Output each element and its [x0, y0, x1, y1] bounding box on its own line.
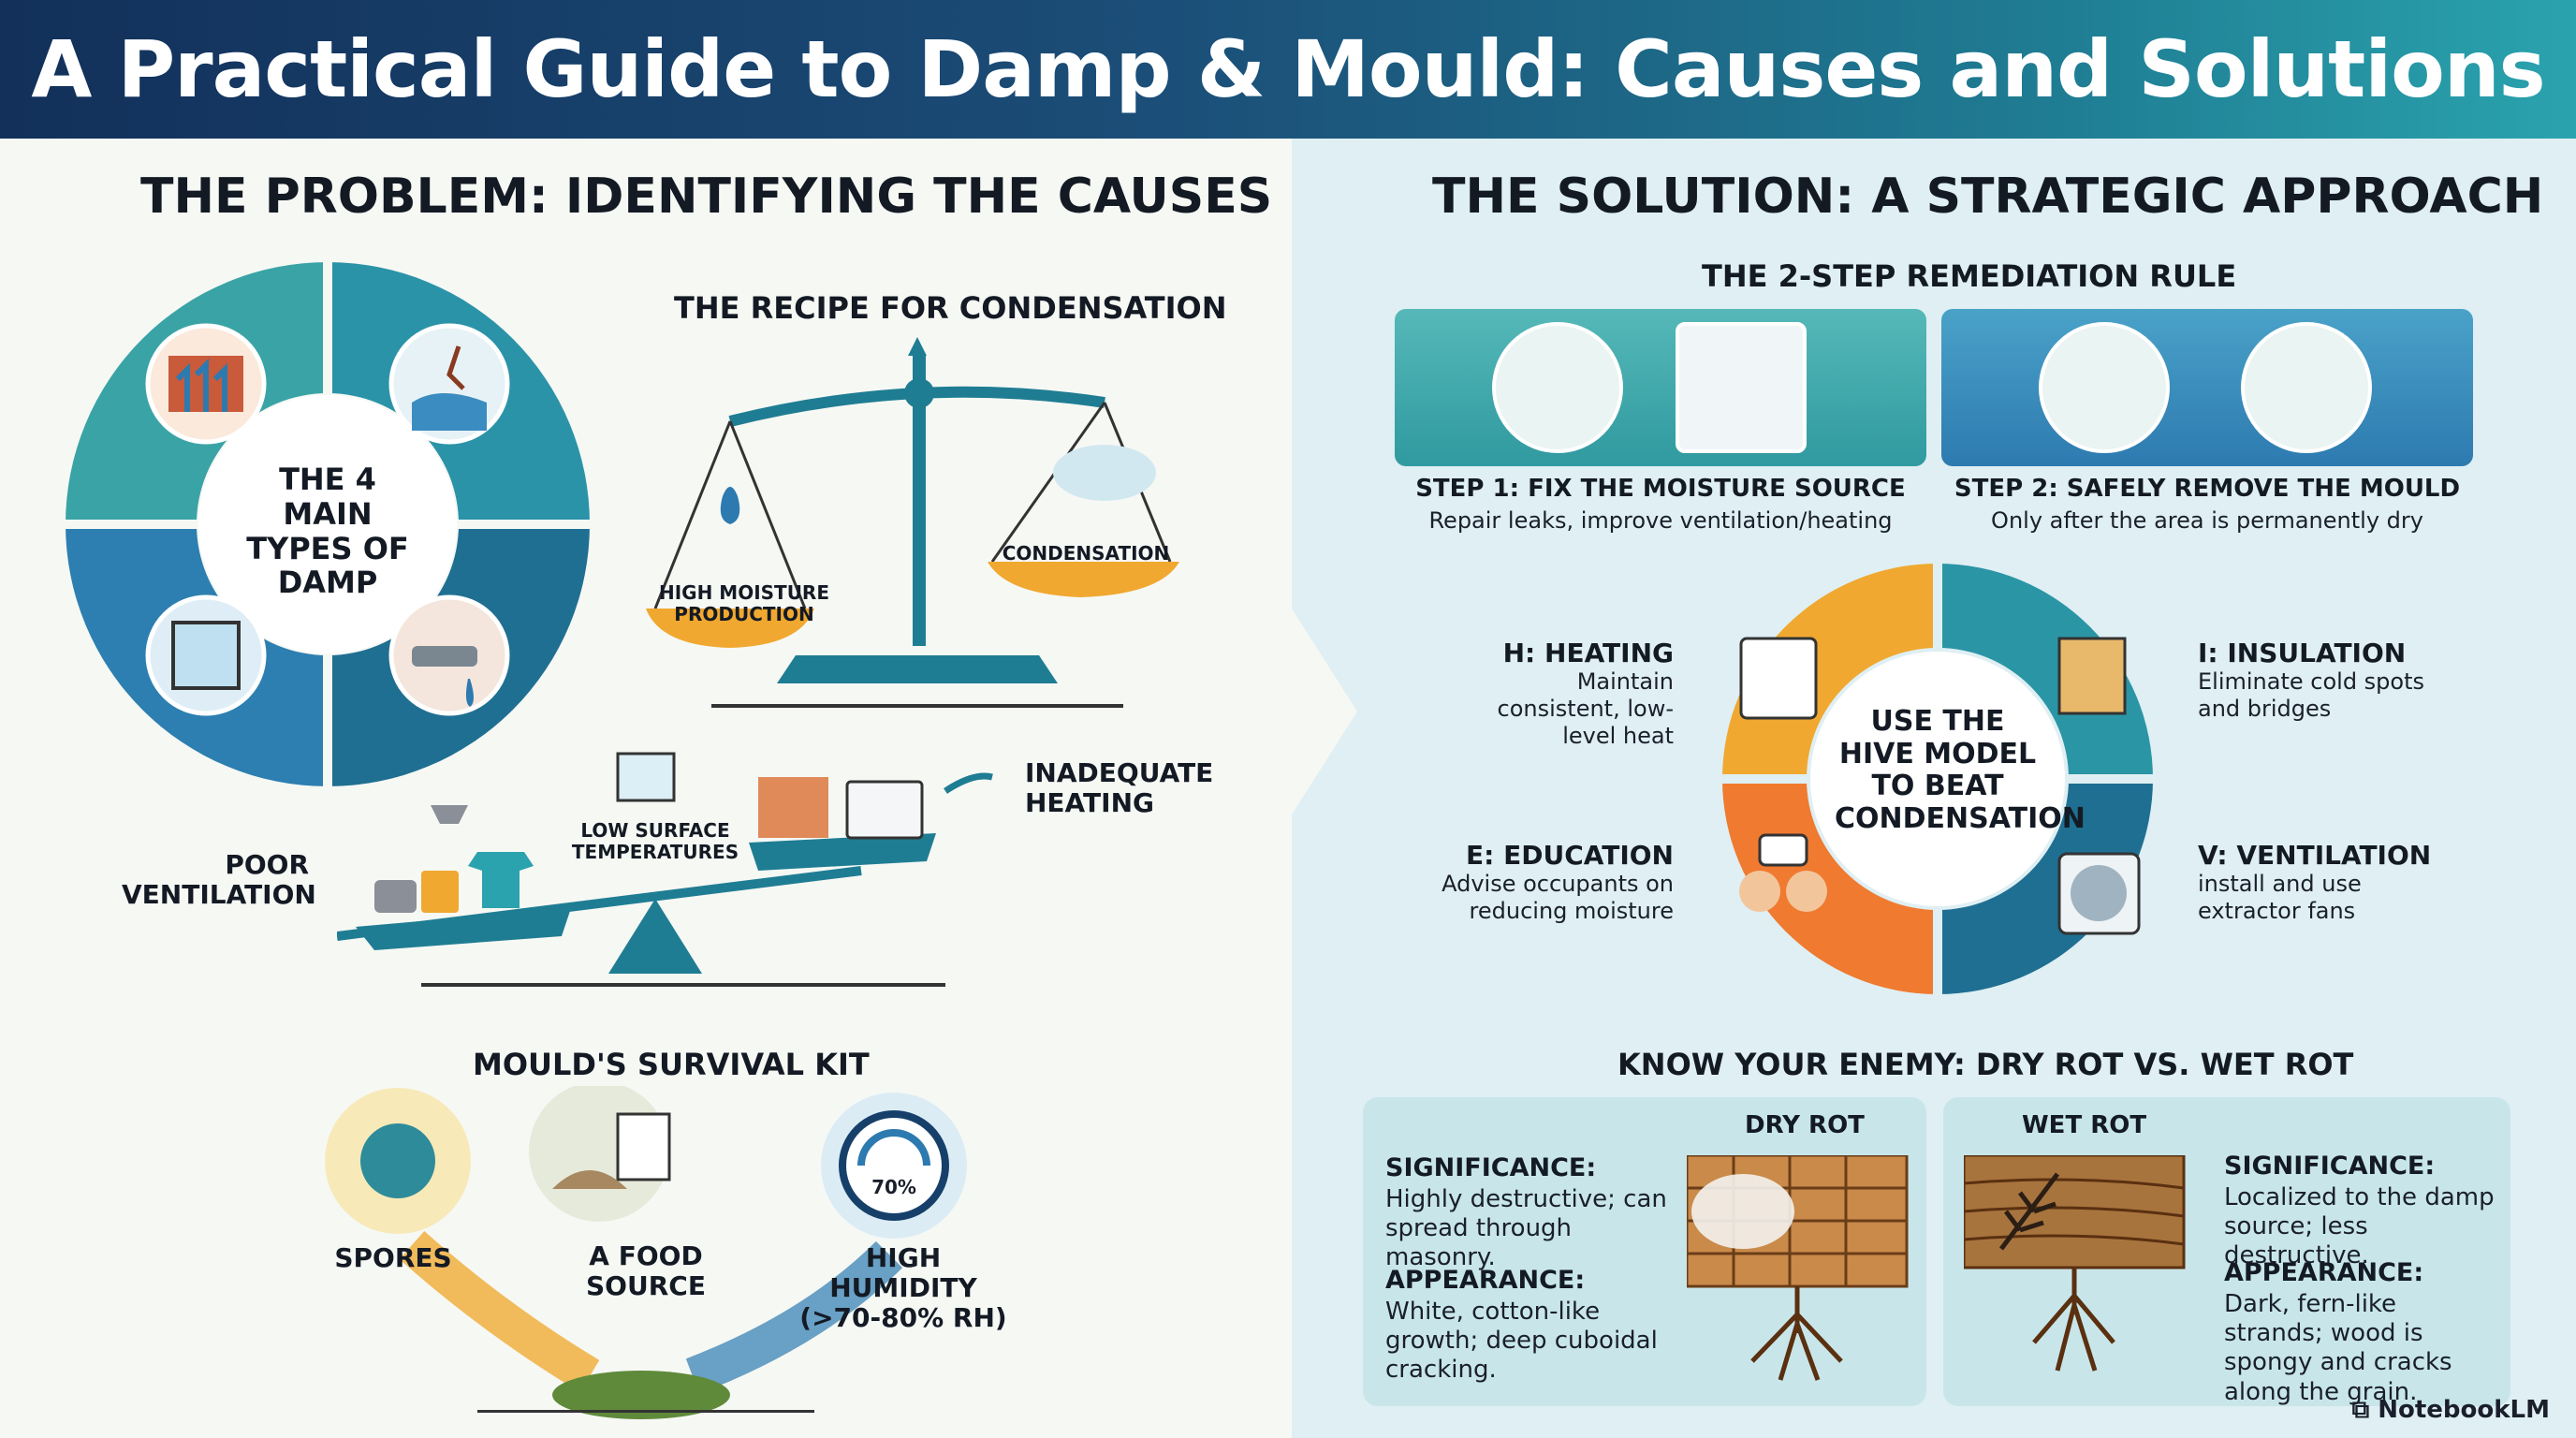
wet-sig-text: Localized to the damp source; less destr…	[2224, 1183, 2495, 1270]
remediation-heading: THE 2-STEP REMEDIATION RULE	[1702, 258, 2237, 294]
cold-window-icon	[616, 752, 676, 802]
step1-title: STEP 1: FIX THE MOISTURE SOURCE	[1415, 475, 1906, 503]
notebooklm-brand: ⧉ NotebookLM	[2352, 1396, 2550, 1425]
heating-title: H: HEATING	[1502, 638, 1674, 668]
speech-bubble-icon	[1758, 833, 1808, 867]
ventilation-segment	[1938, 779, 2153, 994]
wet-sig-label: SIGNIFICANCE:	[2224, 1152, 2436, 1181]
dry-app-text: White, cotton-like growth; deep cuboidal…	[1385, 1298, 1658, 1385]
education-desc: Advise occupants on reducing moisture	[1442, 871, 1674, 924]
condensation-pan-label: CONDENSATION	[1002, 542, 1170, 565]
notebooklm-label: NotebookLM	[2378, 1396, 2550, 1424]
wet-rot-wood-icon	[1964, 1155, 2186, 1372]
laundry-shirt-icon	[468, 852, 534, 908]
mould-patch	[552, 1371, 730, 1419]
balance-scale	[646, 337, 1179, 708]
step2-desc: Only after the area is permanently dry	[1991, 507, 2423, 534]
spores-label: SPORES	[334, 1242, 452, 1273]
radiator-heat-icon	[1739, 637, 1818, 720]
dry-sig-label: SIGNIFICANCE:	[1385, 1153, 1597, 1182]
title-banner: A Practical Guide to Damp & Mould: Cause…	[0, 0, 2576, 139]
radiator-icon	[845, 780, 924, 840]
dry-rot-wood-icon	[1687, 1155, 1909, 1381]
high-moisture-label: HIGH MOISTURE PRODUCTION	[659, 581, 829, 625]
education-segment	[1722, 779, 1938, 994]
moisture-pan	[646, 609, 814, 648]
condensation-recipe-heading: THE RECIPE FOR CONDENSATION	[674, 290, 1227, 326]
insulation-title: I: INSULATION	[2198, 638, 2407, 668]
factor-seesaw	[337, 752, 993, 987]
heating-segment	[1722, 564, 1938, 779]
open-window-icon	[1676, 322, 1807, 453]
dry-sig-text: Highly destructive; can spread through m…	[1385, 1185, 1667, 1272]
step1-card	[1395, 309, 1926, 466]
rot-heading: KNOW YOUR ENEMY: DRY ROT VS. WET ROT	[1617, 1047, 2354, 1082]
step1-desc: Repair leaks, improve ventilation/heatin…	[1428, 507, 1893, 534]
step2-title: STEP 2: SAFELY REMOVE THE MOULD	[1954, 475, 2461, 503]
insulation-block-icon	[2057, 637, 2127, 715]
inadequate-heating-label: INADEQUATE HEATING	[1025, 757, 1214, 819]
survival-kit-heading: MOULD'S SURVIVAL KIT	[473, 1047, 870, 1082]
dry-app-label: APPEARANCE:	[1385, 1266, 1586, 1295]
dry-rot-card: DRY ROT SIGNIFICANCE: Highly destructive…	[1363, 1097, 1926, 1406]
panel-divider-notch	[1292, 609, 1357, 814]
repair-leak-icon	[1492, 322, 1623, 453]
occupants-icon	[1739, 871, 1780, 912]
cloud-icon	[1053, 445, 1156, 501]
water-drop-icon	[720, 487, 740, 524]
insulation-desc: Eliminate cold spots and bridges	[2198, 668, 2425, 722]
shower-icon	[431, 805, 468, 824]
high-humidity-label: HIGH HUMIDITY (>70-80% RH)	[799, 1242, 1007, 1334]
poor-ventilation-label: POOR VENTILATION	[122, 849, 316, 911]
solution-heading: THE SOLUTION: A STRATEGIC APPROACH	[1432, 169, 2544, 225]
humidity-gauge-reading: 70%	[871, 1176, 916, 1198]
wet-app-text: Dark, fern-like strands; wood is spongy …	[2224, 1290, 2452, 1406]
mouldy-wall-icon	[758, 777, 828, 838]
low-surface-temp-label: LOW SURFACE TEMPERATURES	[571, 819, 739, 863]
cleaning-glove-icon	[2039, 322, 2170, 453]
wet-rot-card: WET ROT SIGNIFICANCE: Localized to the d…	[1943, 1097, 2510, 1406]
insulation-segment	[1938, 564, 2153, 779]
problem-heading: THE PROBLEM: IDENTIFYING THE CAUSES	[140, 169, 1273, 225]
cooking-pot-icon	[374, 880, 417, 913]
dry-rot-title: DRY ROT	[1745, 1111, 1865, 1139]
notebooklm-logo-icon: ⧉	[2351, 1396, 2378, 1424]
damp-wheel-center-label: THE 4 MAIN TYPES OF DAMP	[246, 462, 409, 601]
education-title: E: EDUCATION	[1466, 840, 1674, 871]
page-title: A Practical Guide to Damp & Mould: Cause…	[31, 23, 2545, 115]
protective-suit-icon	[2241, 322, 2372, 453]
hive-wheel	[1704, 554, 2172, 1004]
heating-desc: Maintain consistent, low-level heat	[1497, 668, 1674, 749]
food-source-label: A FOOD SOURCE	[586, 1240, 706, 1302]
wet-rot-title: WET ROT	[2022, 1111, 2147, 1139]
wet-app-label: APPEARANCE:	[2224, 1258, 2424, 1287]
step2-card	[1941, 309, 2473, 466]
condensation-pan	[988, 562, 1179, 597]
ventilation-desc: install and use extractor fans	[2198, 871, 2362, 924]
hive-center-label: USE THE HIVE MODEL TO BEAT CONDENSATION	[1835, 705, 2086, 835]
ventilation-title: V: VENTILATION	[2198, 840, 2432, 871]
damp-types-wheel	[66, 262, 590, 786]
survival-kit-diagram: 70%	[325, 1086, 967, 1419]
kettle-icon	[421, 871, 459, 913]
